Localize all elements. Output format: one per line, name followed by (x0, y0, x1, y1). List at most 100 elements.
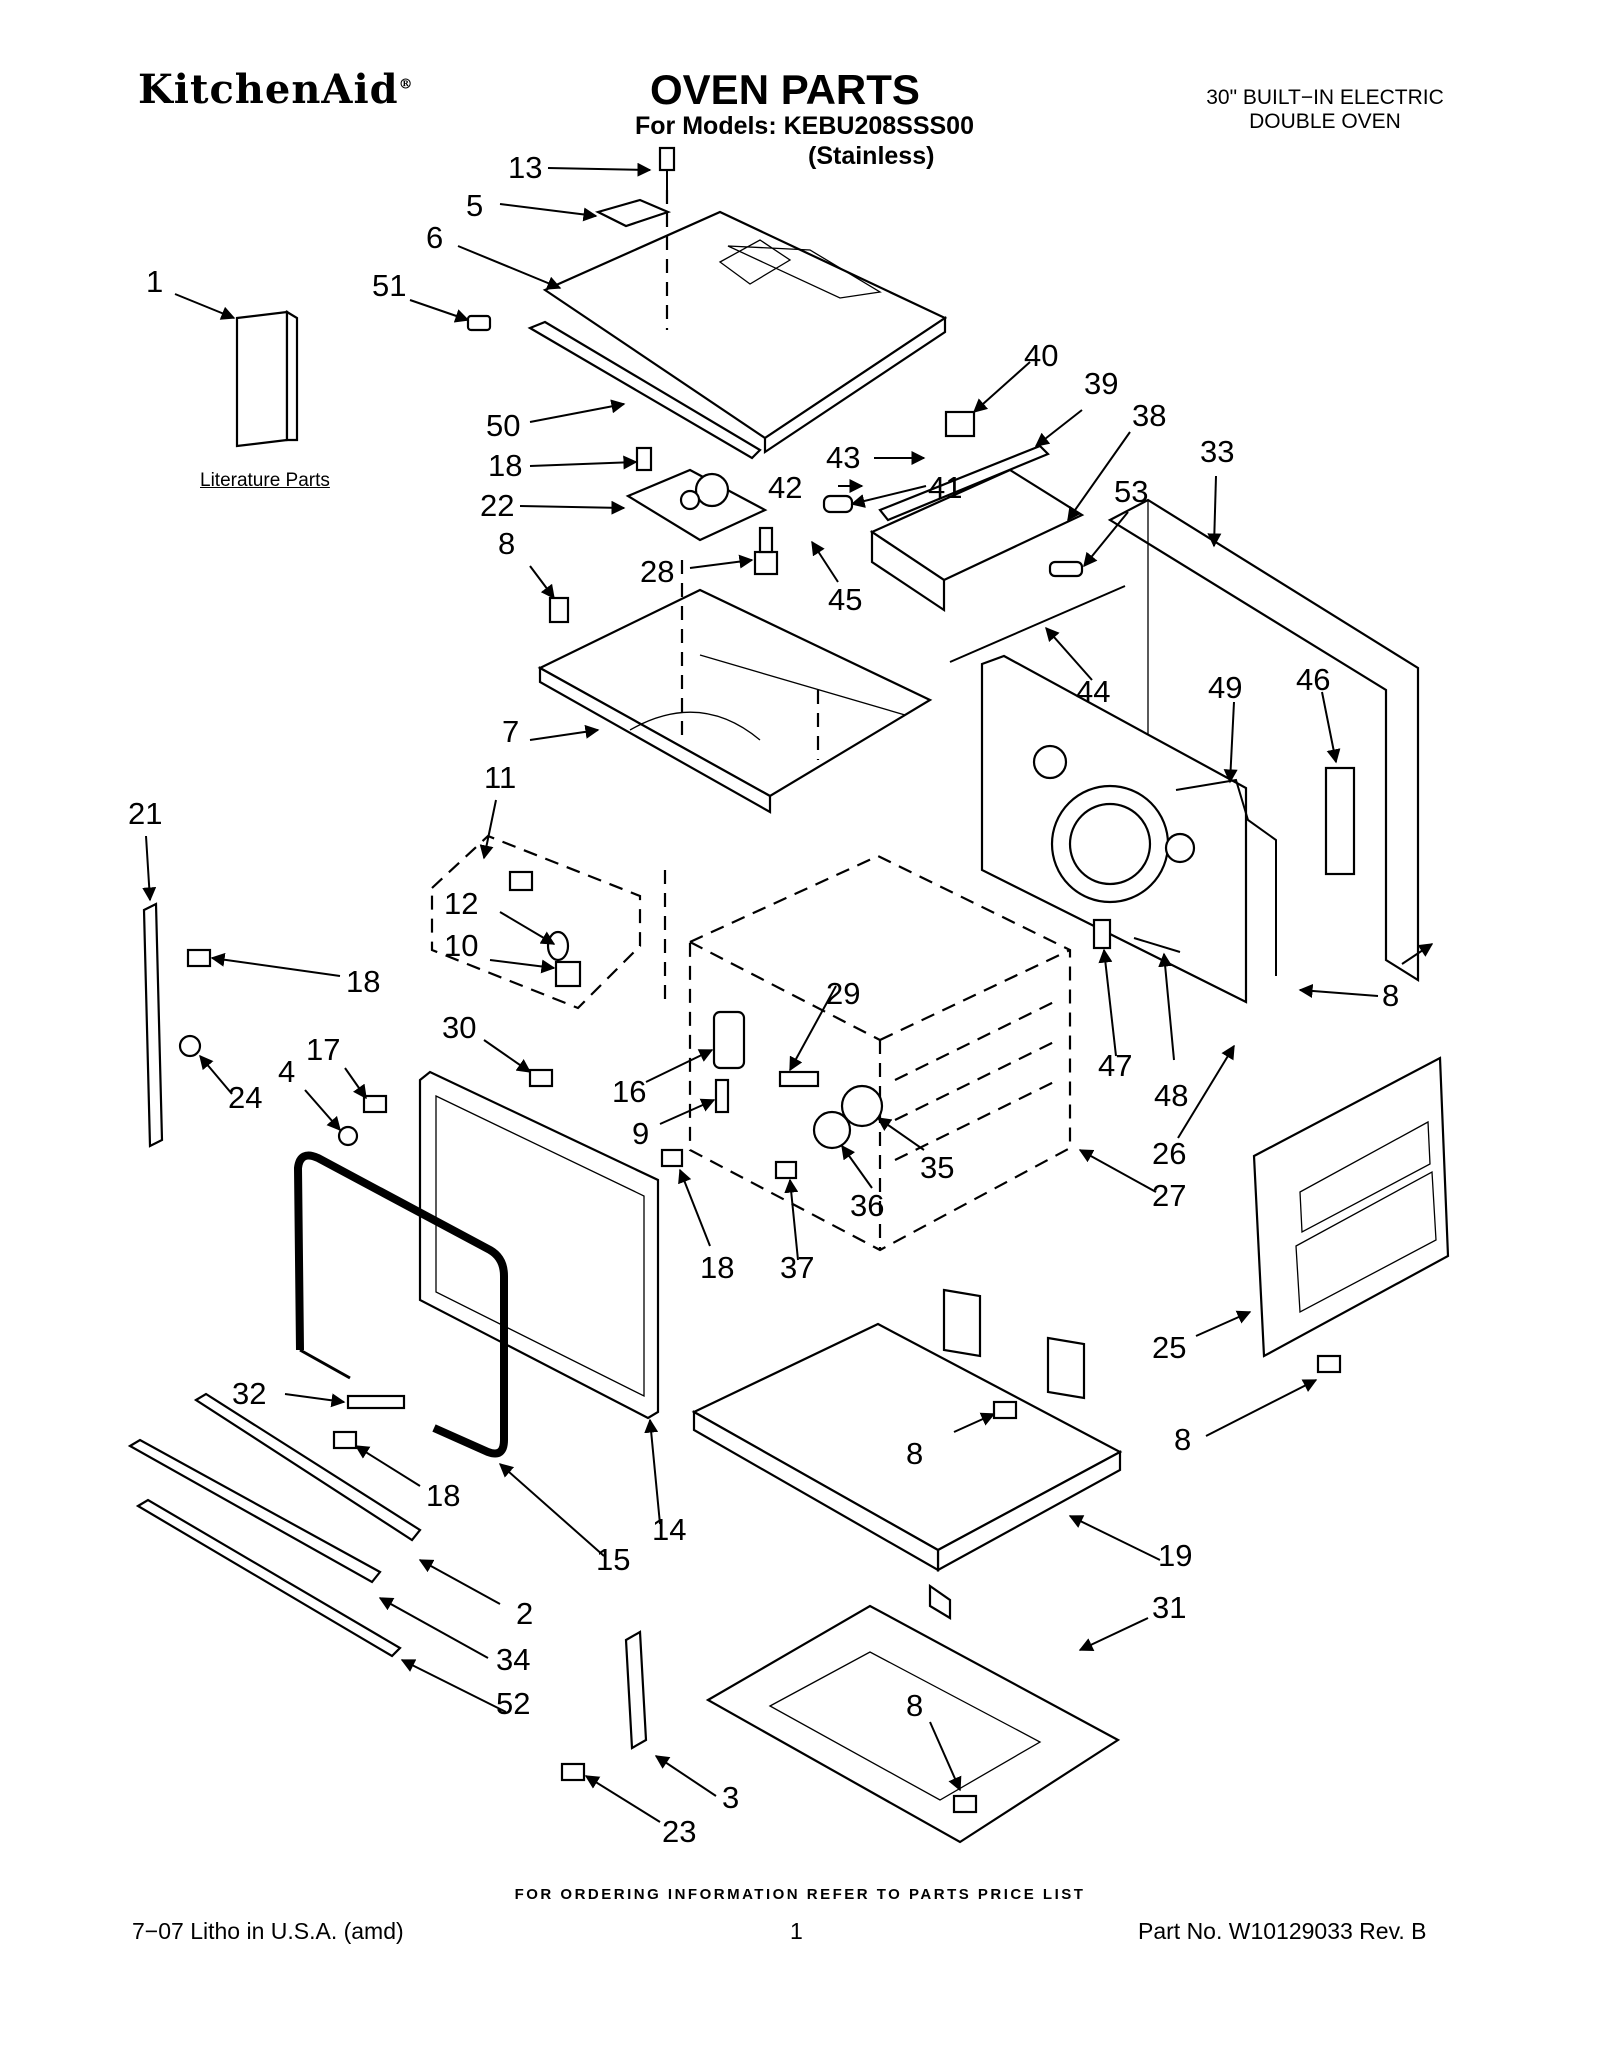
registered-mark: ® (398, 76, 414, 93)
callout-47: 47 (1098, 1048, 1133, 1083)
callout-12: 12 (444, 886, 479, 921)
callout-6: 6 (426, 220, 444, 255)
callout-18-top: 18 (488, 448, 523, 483)
callout-15: 15 (596, 1542, 631, 1577)
page-number: 1 (790, 1918, 803, 1944)
callout-8-lower-right: 8 (1174, 1422, 1192, 1457)
callout-9: 9 (632, 1116, 650, 1151)
callout-51: 51 (372, 268, 407, 303)
callout-18-bottom: 18 (426, 1478, 461, 1513)
bracket-3 (624, 1630, 648, 1750)
oven-top-shield (537, 588, 933, 814)
callout-27: 27 (1152, 1178, 1187, 1213)
callout-45: 45 (828, 582, 863, 617)
page-title: OVEN PARTS (650, 66, 920, 113)
part-47 (1092, 918, 1112, 950)
screw-30 (528, 1068, 554, 1088)
callout-33: 33 (1200, 434, 1235, 469)
vent-grille-34 (127, 1438, 382, 1584)
rear-wall-fan-cover (980, 654, 1248, 1004)
element-cover-46 (1324, 766, 1356, 876)
part-number: Part No. W10129033 Rev. B (1138, 1918, 1427, 1944)
callout-50: 50 (486, 408, 521, 443)
part-35 (840, 1084, 884, 1128)
callout-18-cavity: 18 (700, 1250, 735, 1285)
callout-17: 17 (306, 1032, 341, 1067)
callout-41: 41 (928, 470, 963, 505)
screw-8-shield (992, 1400, 1018, 1420)
callout-44: 44 (1076, 674, 1111, 709)
litho-note: 7−07 Litho in U.S.A. (amd) (132, 1918, 404, 1944)
light-assembly (430, 834, 642, 1010)
callout-23: 23 (662, 1814, 697, 1849)
callout-4: 4 (278, 1054, 296, 1089)
oven-cavity (688, 854, 1072, 1252)
callout-30: 30 (442, 1010, 477, 1045)
screw-9 (714, 1078, 730, 1114)
appliance-type-line2: DOUBLE OVEN (1249, 110, 1401, 133)
callout-26: 26 (1152, 1136, 1187, 1171)
side-panel-25 (1252, 1056, 1450, 1358)
callout-18-side: 18 (346, 964, 381, 999)
callout-28: 28 (640, 554, 675, 589)
top-panel (542, 210, 948, 455)
top-bracket (594, 198, 672, 228)
finish-label: (Stainless) (808, 142, 935, 170)
thermal-switch-bracket (625, 468, 768, 542)
literature-parts-label: Literature Parts (200, 470, 330, 491)
brand-name: KitchenAid (138, 66, 399, 113)
brand-logo: KitchenAid® (138, 66, 414, 113)
callout-25: 25 (1152, 1330, 1187, 1365)
callout-13: 13 (508, 150, 543, 185)
callout-5: 5 (466, 188, 484, 223)
element-49 (1175, 778, 1277, 976)
part-29 (778, 1070, 820, 1088)
tube-44 (949, 585, 1126, 663)
screw-8-upper (548, 596, 570, 624)
callout-40: 40 (1024, 338, 1059, 373)
screw-13 (658, 146, 676, 190)
appliance-type: 30" BUILT−IN ELECTRIC DOUBLE OVEN (1180, 86, 1470, 134)
callout-35: 35 (920, 1150, 955, 1185)
callout-52: 52 (496, 1686, 531, 1721)
callout-49: 49 (1208, 670, 1243, 705)
callout-31: 31 (1152, 1590, 1187, 1625)
literature-booklet (235, 310, 299, 448)
callout-48: 48 (1154, 1078, 1189, 1113)
leader-arrows (142, 162, 1434, 1823)
callout-2: 2 (516, 1596, 534, 1631)
callout-7: 7 (502, 714, 520, 749)
callout-53: 53 (1114, 474, 1149, 509)
valve-40 (944, 410, 976, 438)
screw-51 (466, 314, 492, 332)
sensor-28 (753, 526, 779, 576)
callout-39: 39 (1084, 366, 1119, 401)
callout-34: 34 (496, 1642, 531, 1677)
front-frame (418, 1070, 660, 1420)
callout-8-tray: 8 (906, 1688, 924, 1723)
gasket-15-end (299, 1348, 351, 1380)
callout-42: 42 (768, 470, 803, 505)
screw-23 (560, 1762, 586, 1782)
part-16 (712, 1010, 746, 1070)
vent-trim-2 (193, 1392, 422, 1542)
callout-10: 10 (444, 928, 479, 963)
tube-48 (1133, 937, 1181, 953)
grommet-24 (178, 1034, 202, 1058)
models-line: For Models: KEBU208SSS00 (635, 112, 974, 140)
callout-38: 38 (1132, 398, 1167, 433)
screw-8-tray (952, 1794, 978, 1814)
callout-29: 29 (826, 976, 861, 1011)
callout-1: 1 (146, 264, 164, 299)
screw-17 (362, 1094, 388, 1114)
callout-36: 36 (850, 1188, 885, 1223)
screw-18-cavity (660, 1148, 684, 1168)
screw-18-top (635, 446, 653, 472)
part-36 (812, 1110, 852, 1150)
callout-8-right: 8 (1382, 978, 1400, 1013)
screw-37 (774, 1160, 798, 1180)
screw-18-side (186, 948, 212, 968)
callout-3: 3 (722, 1780, 740, 1815)
screw-8-side (1316, 1354, 1342, 1374)
